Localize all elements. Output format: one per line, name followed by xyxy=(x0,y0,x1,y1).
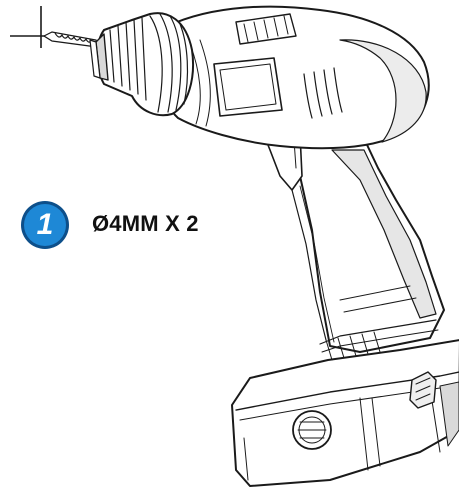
step-number: 1 xyxy=(36,208,54,241)
battery-pack xyxy=(231,339,459,487)
cordless-drill-illustration xyxy=(89,5,459,487)
motor-housing xyxy=(155,5,430,150)
drill-handle xyxy=(265,129,445,361)
drill-bit-size-label: Ø4MM X 2 xyxy=(92,211,199,236)
step-number-badge-icon xyxy=(21,201,69,249)
drill-bit-icon xyxy=(42,31,98,48)
drill-chuck xyxy=(89,12,194,117)
